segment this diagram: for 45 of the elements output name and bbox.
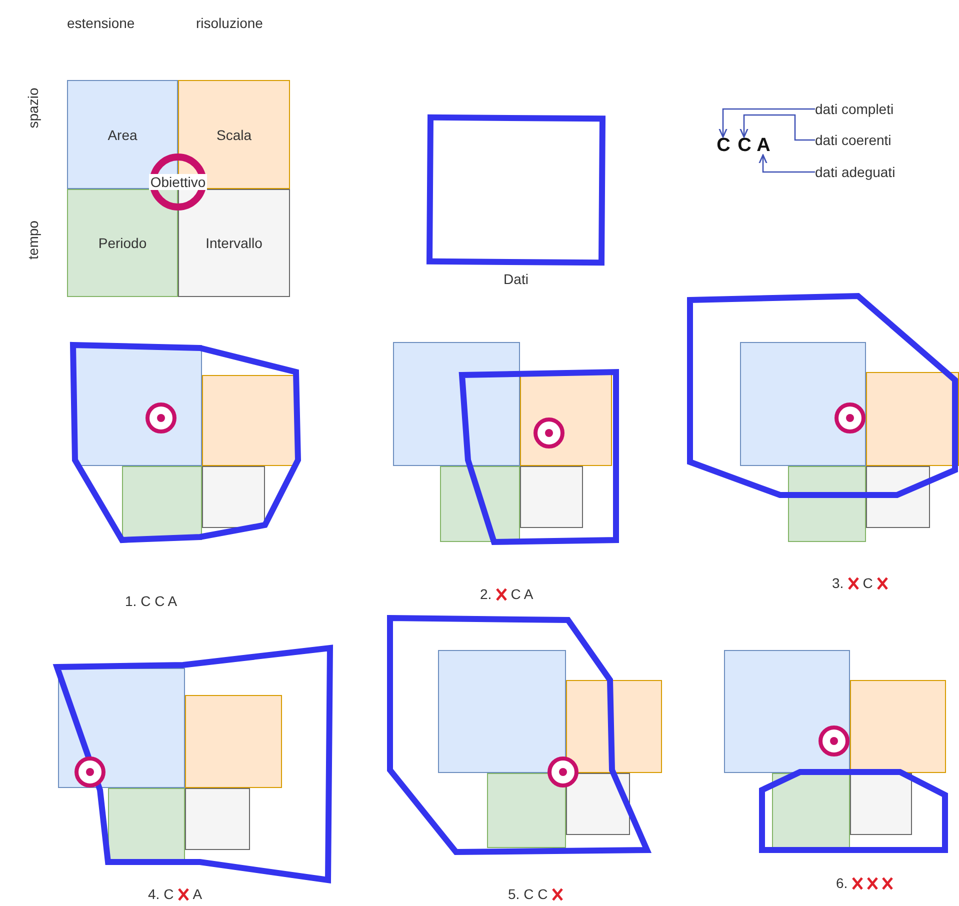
data-coverage-outline: [687, 292, 958, 498]
quadrant-box: [566, 680, 662, 773]
panel-caption: C: [862, 574, 873, 592]
criterion-label: dati adeguati: [815, 162, 896, 182]
row-heading: spazio: [24, 88, 42, 128]
data-coverage-outline: [52, 644, 334, 884]
panel-caption: 6.: [836, 874, 848, 892]
row-heading: tempo: [24, 220, 42, 260]
panel-caption: C A: [510, 585, 534, 603]
target-icon: [818, 725, 850, 757]
panel-caption: 3.: [832, 574, 844, 592]
arrow: [740, 114, 815, 141]
target-icon: [533, 417, 565, 449]
quadrant-box: [440, 466, 520, 542]
arrow: [718, 108, 815, 138]
panel-caption: A: [192, 885, 202, 903]
data-coverage-outline: [458, 368, 619, 546]
arrow: [758, 154, 815, 173]
frame-label: Dati: [504, 271, 528, 287]
criterion-label: dati coerenti: [815, 130, 892, 150]
column-heading: risoluzione: [196, 14, 263, 32]
data-coverage-outline: [387, 614, 652, 856]
quadrant-box: [850, 680, 946, 773]
panel-caption: 5. C C: [508, 885, 548, 903]
quadrant-box: Intervallo: [178, 189, 290, 297]
goal-label: Obiettivo: [149, 174, 207, 190]
target-icon: [74, 756, 106, 788]
target-icon: [145, 402, 177, 434]
acronym-letter: C: [716, 137, 731, 155]
target-icon: [547, 756, 579, 788]
acronym-letter: A: [756, 137, 771, 155]
panel-caption: 2.: [480, 585, 492, 603]
panel-caption: 4. C: [148, 885, 174, 903]
panel-caption: 1. C C A: [125, 592, 178, 610]
data-coverage-outline: [759, 769, 948, 853]
quadrant-box: Periodo: [67, 189, 178, 297]
quadrant-box: [393, 342, 520, 466]
quadrant-box: [788, 466, 866, 542]
data-coverage-outline: [70, 342, 302, 544]
column-heading: estensione: [67, 14, 135, 32]
quadrant-box: [866, 466, 930, 528]
quadrant-box: [724, 650, 850, 773]
criterion-label: dati completi: [815, 99, 894, 119]
target-icon: [834, 402, 866, 434]
acronym-letter: C: [737, 137, 752, 155]
